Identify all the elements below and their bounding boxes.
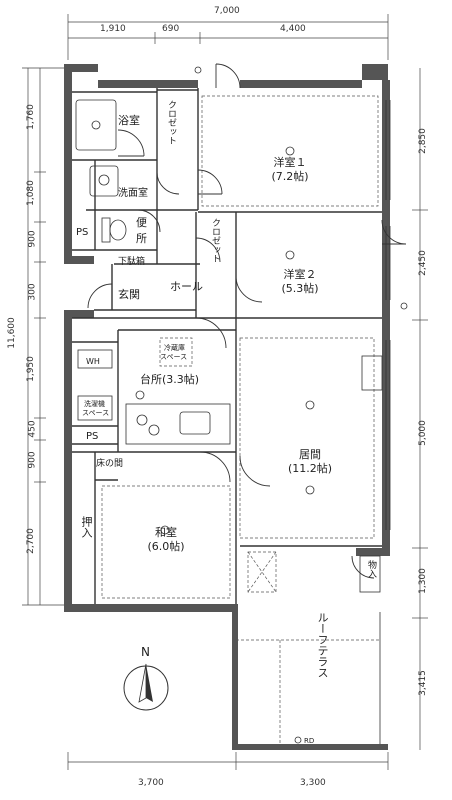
dim-top-part: 4,400 — [280, 24, 306, 34]
dim-left-part: 450 — [27, 420, 38, 438]
room-western-2-size: (5.3帖) — [281, 282, 319, 295]
room-fridge-b: スペース — [160, 353, 188, 361]
dim-left-part: 1,760 — [25, 104, 36, 130]
room-fridge-a: 冷蔵庫 — [164, 344, 185, 352]
dim-left-part: 300 — [27, 283, 38, 301]
dim-right-part: 2,450 — [417, 250, 428, 276]
room-toilet-b: 所 — [136, 232, 147, 245]
room-shoe-box: 下駄箱 — [118, 257, 146, 267]
room-western-1-size: (7.2帖) — [271, 170, 309, 183]
room-ps-top: PS — [76, 227, 89, 238]
door-swings — [87, 63, 407, 579]
dim-bottom-part: 3,300 — [300, 778, 326, 788]
dim-right-part: 5,000 — [417, 420, 428, 446]
interior-walls — [72, 88, 382, 604]
dim-right-part: 1,300 — [417, 568, 428, 594]
room-western-2-name: 洋室２ — [283, 268, 317, 281]
dim-top-total: 7,000 — [214, 6, 240, 16]
dim-left-part: 2,700 — [25, 528, 36, 554]
dim-top-part: 1,910 — [100, 24, 126, 34]
dim-right-part: 2,850 — [417, 128, 428, 154]
dim-bottom-part: 3,700 — [138, 778, 164, 788]
room-japanese-name: 和室 — [155, 526, 177, 539]
rd-label: RD — [304, 737, 315, 745]
compass-icon — [123, 663, 169, 711]
dim-top-part: 690 — [162, 24, 180, 34]
room-living-size: (11.2帖) — [287, 462, 333, 475]
compass-north-label: N — [141, 645, 150, 659]
room-entrance: 玄関 — [118, 288, 140, 301]
room-oshiire: 押入 — [80, 516, 93, 538]
dim-left-total: 11,600 — [6, 317, 17, 349]
room-western-1-name: 洋室１ — [273, 156, 307, 169]
room-hall: ホール — [170, 280, 203, 293]
room-washroom: 洗面室 — [118, 188, 148, 199]
outer-walls — [64, 64, 390, 750]
room-japanese-size: (6.0帖) — [147, 540, 185, 553]
room-closet-2: クロゼット — [210, 218, 220, 263]
room-wh: WH — [86, 357, 100, 366]
dashed-outlines — [101, 95, 380, 744]
dim-left-part: 900 — [27, 451, 38, 469]
room-bath: 浴室 — [118, 114, 140, 127]
room-washer-a: 洗濯機 — [84, 400, 105, 408]
roof-terrace-label: ルーフテラス — [316, 612, 329, 678]
room-living-name: 居間 — [299, 448, 321, 461]
room-alcove: 床の間 — [96, 459, 124, 469]
room-closet-1: クロゼット — [166, 100, 176, 145]
room-washer-b: スペース — [82, 409, 110, 417]
dim-left-part: 1,950 — [25, 356, 36, 382]
room-ps-mid: PS — [86, 431, 99, 442]
ceiling-lights — [135, 66, 408, 744]
dim-left-part: 1,080 — [25, 180, 36, 206]
room-kitchen: 台所(3.3帖) — [140, 373, 200, 386]
room-toilet-a: 便 — [136, 216, 147, 229]
room-storage: 物入 — [366, 560, 376, 578]
dim-left-part: 900 — [27, 230, 38, 248]
dim-right-part: 3,415 — [417, 670, 428, 696]
fixtures — [75, 99, 391, 744]
top-dimension-lines — [22, 14, 428, 770]
